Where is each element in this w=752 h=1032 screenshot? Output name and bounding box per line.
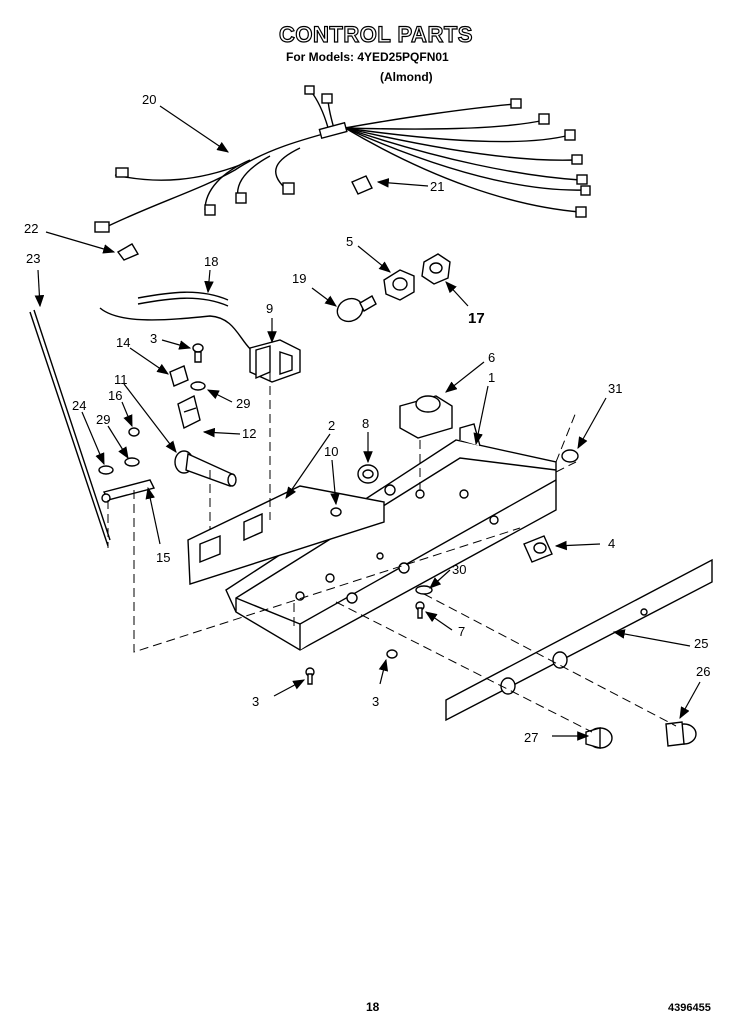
clip <box>561 449 579 463</box>
callout-16: 16 <box>108 388 122 403</box>
page-title: CONTROL PARTS <box>278 21 473 47</box>
callout-20: 20 <box>142 92 156 107</box>
callout-labels: 20 21 22 23 5 18 19 17 9 3 14 29 11 16 1… <box>24 92 710 745</box>
wire-clip <box>351 175 373 195</box>
callout-24: 24 <box>72 398 86 413</box>
callout-6: 6 <box>488 350 495 365</box>
control-panel <box>445 558 713 722</box>
switch-bracket <box>169 365 206 430</box>
callout-29-lower: 29 <box>96 412 110 427</box>
assembly-lines <box>107 372 677 733</box>
screw <box>305 649 398 685</box>
callout-21: 21 <box>430 179 444 194</box>
color-note: (Almond) <box>380 70 433 84</box>
callout-5: 5 <box>346 234 353 249</box>
models-line: For Models: 4YED25PQFN01 <box>286 50 449 64</box>
callout-17: 17 <box>468 310 485 327</box>
callout-2: 2 <box>328 418 335 433</box>
retainer-clip <box>523 535 553 563</box>
callout-29-upper: 29 <box>236 396 250 411</box>
drain-tube <box>99 291 263 357</box>
control-rod <box>29 309 111 547</box>
callout-25: 25 <box>694 636 708 651</box>
callout-18: 18 <box>204 254 218 269</box>
callout-4: 4 <box>608 536 615 551</box>
callout-1: 1 <box>488 370 495 385</box>
callout-22: 22 <box>24 221 38 236</box>
callout-19: 19 <box>292 271 306 286</box>
callout-9: 9 <box>266 301 273 316</box>
page-number: 18 <box>366 1000 380 1014</box>
callout-30: 30 <box>452 562 466 577</box>
screw <box>330 507 342 517</box>
control-module <box>249 339 301 383</box>
callout-3-upper: 3 <box>150 331 157 346</box>
callout-3-lower-left: 3 <box>252 694 259 709</box>
mounting-hardware <box>98 427 156 503</box>
wire-harness <box>94 85 591 233</box>
callout-10: 10 <box>324 444 338 459</box>
lamp-bulb <box>336 295 377 323</box>
callout-3-lower-right: 3 <box>372 694 379 709</box>
light-switch <box>357 464 379 484</box>
harness-clip <box>116 243 140 261</box>
control-knob <box>665 721 697 747</box>
callout-23: 23 <box>26 251 40 266</box>
callout-15: 15 <box>156 550 170 565</box>
callout-31: 31 <box>608 381 622 396</box>
callout-7: 7 <box>458 624 465 639</box>
document-number: 4396455 <box>668 1002 711 1014</box>
callout-14: 14 <box>116 335 130 350</box>
lamp-socket-housing <box>421 253 451 285</box>
callout-8: 8 <box>362 416 369 431</box>
callout-27: 27 <box>524 730 538 745</box>
screw <box>192 343 204 363</box>
washer-screw <box>415 585 433 619</box>
callout-arrows <box>34 105 701 741</box>
control-housing <box>225 423 557 651</box>
callout-26: 26 <box>696 664 710 679</box>
lamp-socket <box>383 269 415 301</box>
defrost-timer <box>399 395 453 439</box>
callout-11: 11 <box>114 372 128 387</box>
callout-12: 12 <box>242 426 256 441</box>
thermostat <box>174 450 237 487</box>
